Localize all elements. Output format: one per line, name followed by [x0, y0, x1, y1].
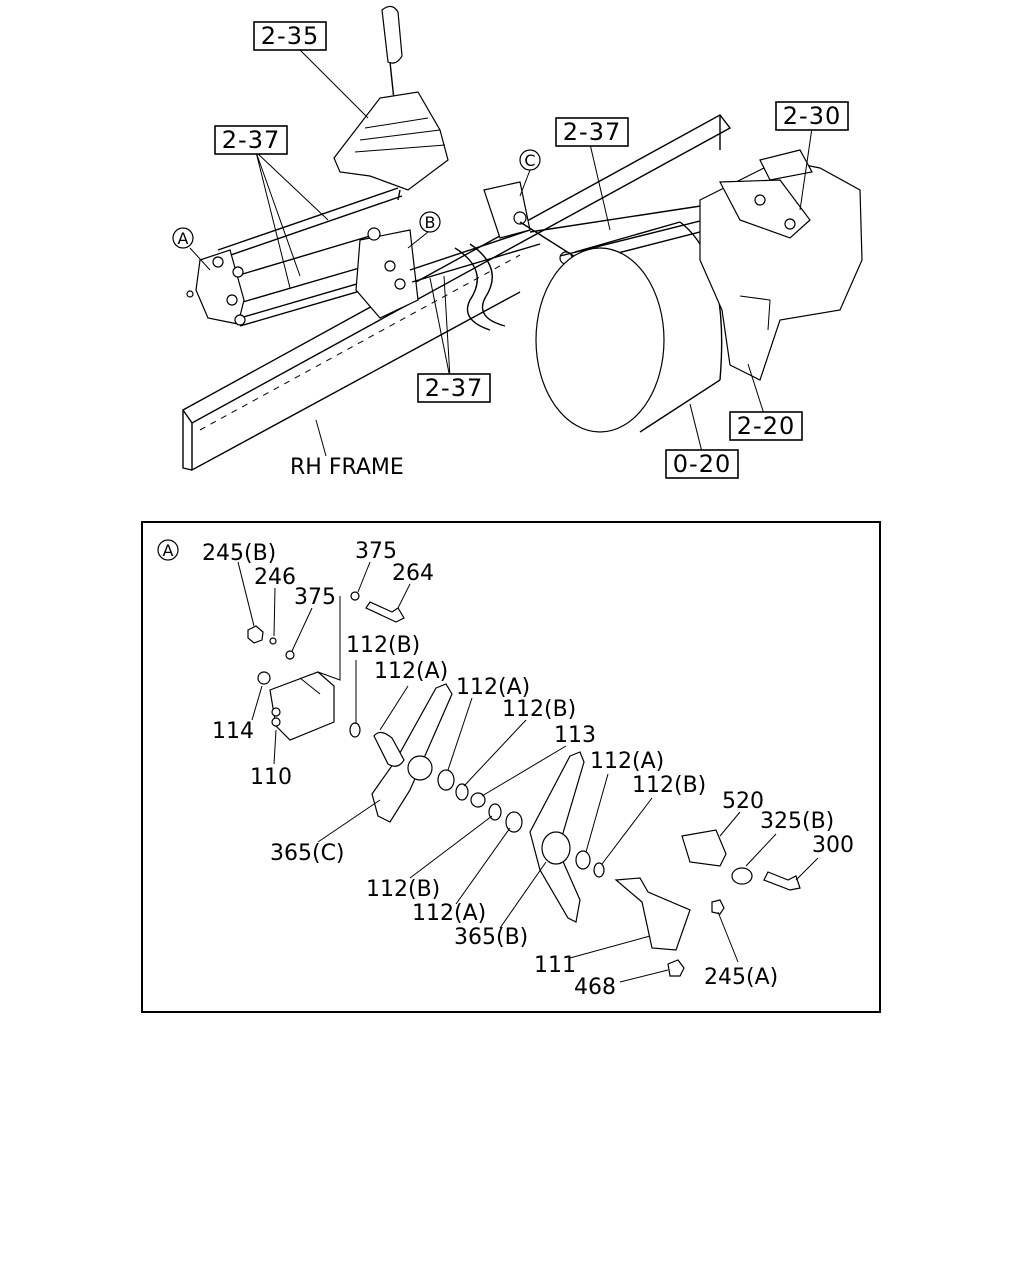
part-label-112a-3: 112(A) [590, 749, 664, 774]
svg-text:2-35: 2-35 [261, 22, 319, 50]
part-label-325b: 325(B) [760, 809, 834, 834]
part-label-245b: 245(B) [202, 541, 276, 566]
svg-text:2-37: 2-37 [222, 126, 280, 154]
detail-a-labels: 245(B) 246 375 375 264 112(B) 112(A) 112… [202, 539, 854, 1000]
part-label-110: 110 [250, 765, 292, 790]
marker-c: C [519, 149, 541, 171]
linkage-rods-left [217, 187, 403, 327]
ref-box-2-37-top: 2-37 [555, 117, 629, 147]
svg-text:2-37: 2-37 [563, 118, 621, 146]
svg-text:A: A [163, 541, 174, 560]
ref-box-0-20: 0-20 [665, 449, 739, 479]
frame-label: RH FRAME [290, 455, 404, 480]
part-label-112a-4: 112(A) [412, 901, 486, 926]
ref-box-2-37-bottom: 2-37 [417, 373, 491, 403]
ref-box-2-30: 2-30 [775, 101, 849, 131]
part-label-112b-4: 112(B) [366, 877, 440, 902]
part-label-114: 114 [212, 719, 254, 744]
transmission [699, 149, 863, 381]
svg-text:2-37: 2-37 [425, 374, 483, 402]
part-label-264: 264 [392, 561, 434, 586]
frame-break [454, 247, 491, 331]
svg-text:A: A [178, 229, 189, 248]
bracket-a-assembly [186, 249, 246, 326]
ref-box-2-20: 2-20 [729, 411, 803, 441]
bracket-b-assembly [355, 227, 541, 319]
detail-a-parts [247, 591, 801, 977]
part-label-112b-2: 112(B) [502, 697, 576, 722]
part-label-375-lower: 375 [294, 585, 336, 610]
svg-text:2-20: 2-20 [737, 412, 795, 440]
part-label-112a-1: 112(A) [374, 659, 448, 684]
rh-frame-rail [181, 114, 732, 472]
svg-text:C: C [524, 151, 535, 170]
part-label-112b-1: 112(B) [346, 633, 420, 658]
part-label-113: 113 [554, 723, 596, 748]
part-label-365c: 365(C) [270, 841, 345, 866]
detail-a-marker: A [157, 539, 179, 561]
part-label-112b-3: 112(B) [632, 773, 706, 798]
ref-box-2-35: 2-35 [253, 21, 327, 51]
detail-a-leader-lines [237, 561, 819, 983]
part-label-520: 520 [722, 789, 764, 814]
overview-illustration [181, 5, 863, 472]
marker-a: A [172, 227, 194, 249]
overview-leader-lines [189, 49, 813, 457]
svg-text:B: B [425, 213, 436, 232]
part-label-365b: 365(B) [454, 925, 528, 950]
part-label-375-upper: 375 [355, 539, 397, 564]
part-label-300: 300 [812, 833, 854, 858]
part-label-112a-2: 112(A) [456, 675, 530, 700]
marker-b: B [419, 211, 441, 233]
shift-lever [333, 5, 449, 201]
ref-box-2-37-left: 2-37 [214, 125, 288, 155]
part-label-246: 246 [254, 565, 296, 590]
svg-text:2-30: 2-30 [783, 102, 841, 130]
svg-text:0-20: 0-20 [673, 450, 731, 478]
bracket-c-assembly [483, 181, 581, 265]
part-label-245a: 245(A) [704, 965, 778, 990]
part-label-111: 111 [534, 953, 576, 978]
detail-a-frame [141, 521, 881, 1013]
part-label-468: 468 [574, 975, 616, 1000]
